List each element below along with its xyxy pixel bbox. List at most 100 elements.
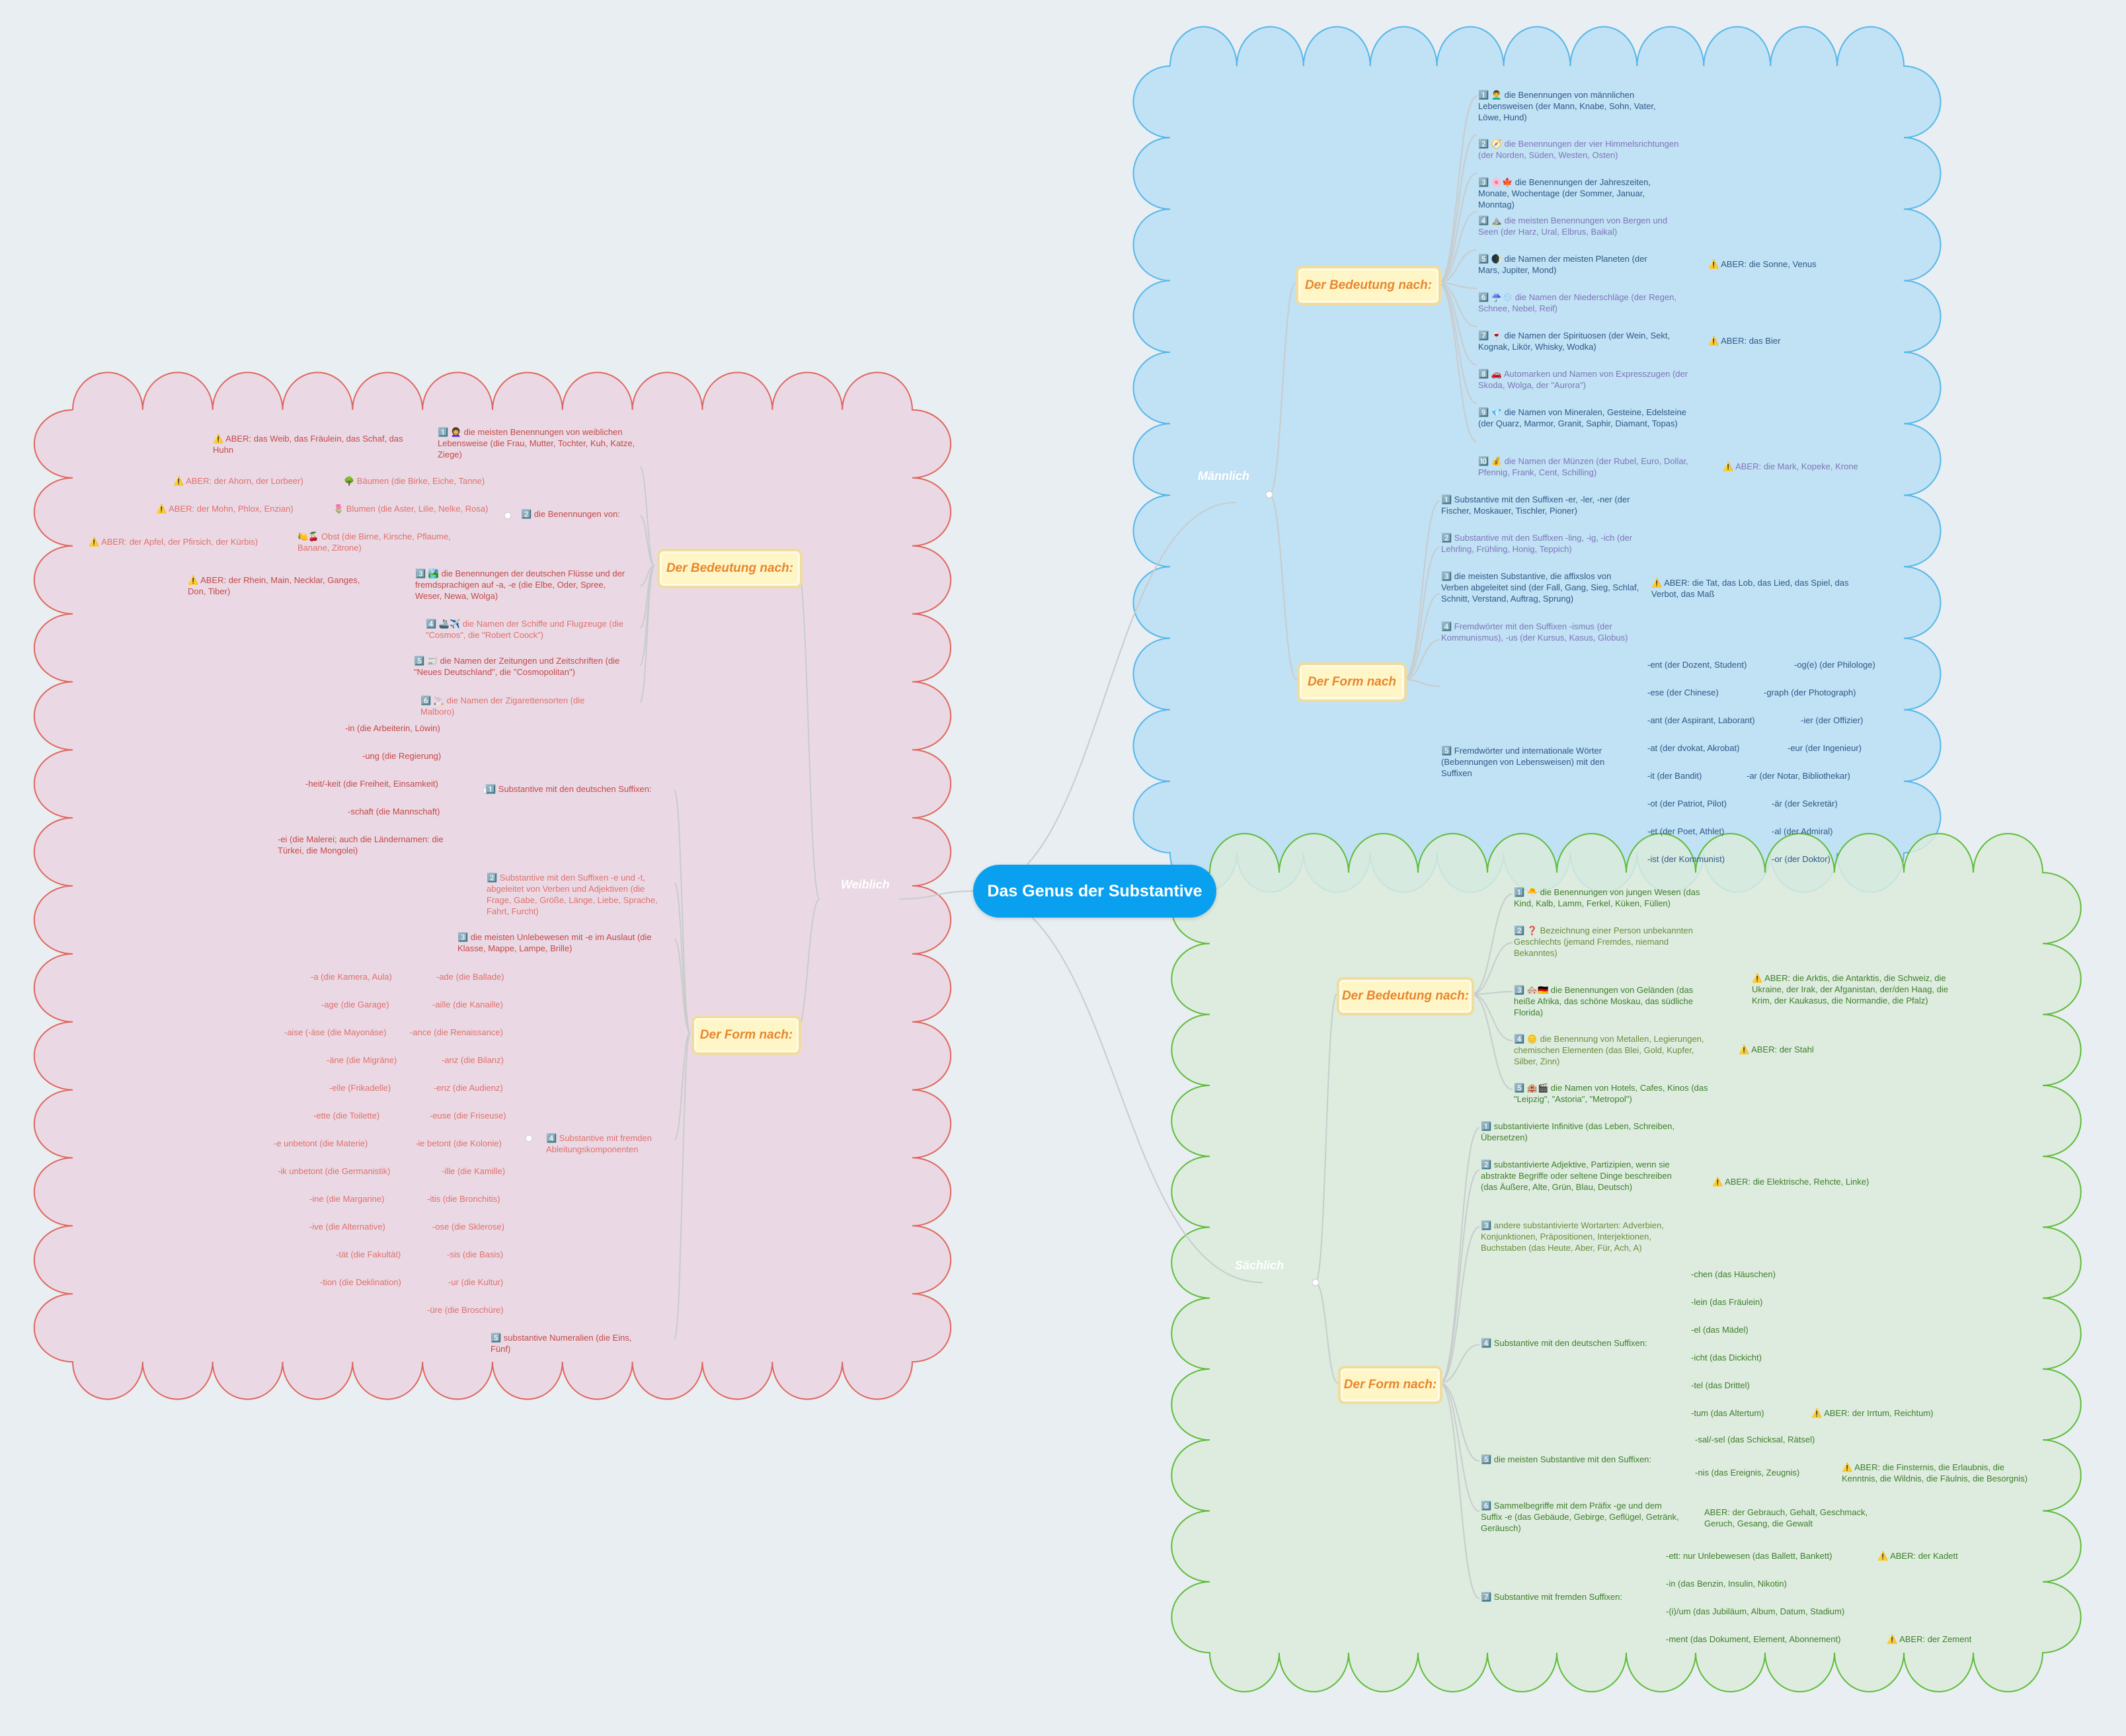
- maennlich-suffix-right[interactable]: -eur (der Ingenieur): [1788, 743, 1862, 753]
- weiblich-fremd-right[interactable]: -enz (die Audienz): [434, 1083, 503, 1093]
- weiblich-lebewesen[interactable]: 1️⃣ 👩‍🦱 die meisten Benennungen von weib…: [438, 427, 635, 459]
- weiblich-dt-suffix[interactable]: -in (die Arbeiterin, Löwin): [345, 723, 440, 733]
- maennlich-suffix-left[interactable]: -ist (der Kommunist): [1647, 854, 1725, 864]
- maennlich-suffix-left[interactable]: -et (der Poet, Athlet): [1647, 826, 1725, 836]
- weiblich-fremd-left[interactable]: -äne (die Migräne): [327, 1055, 397, 1065]
- maennlich-bedeutung-item[interactable]: 9️⃣ 💎 die Namen von Mineralen, Gesteine,…: [1478, 407, 1686, 428]
- saechlich-dt-suffix[interactable]: -chen (das Häuschen): [1691, 1269, 1776, 1279]
- saechlich-gelaende-aber[interactable]: ⚠️ ABER: die Arktis, die Antarktis, die …: [1752, 973, 1949, 1006]
- saechlich-tum-aber[interactable]: ⚠️ ABER: der Irrtum, Reichtum): [1811, 1408, 1934, 1418]
- weiblich-fremd-left[interactable]: -tion (die Deklination): [320, 1277, 401, 1287]
- saechlich-ge[interactable]: 6️⃣ Sammelbegriffe mit dem Präfix -ge un…: [1481, 1501, 1679, 1533]
- weiblich-fremd-left[interactable]: -age (die Garage): [321, 1000, 389, 1009]
- weiblich-fremd-left[interactable]: -a (die Kamera, Aula): [311, 972, 392, 982]
- weiblich-dt-suffix[interactable]: -heit/-keit (die Freiheit, Einsamkeit): [305, 779, 438, 789]
- maennlich-form-item[interactable]: 5️⃣ Fremdwörter und internationale Wörte…: [1441, 746, 1605, 778]
- maennlich-bier-aber[interactable]: ⚠️ ABER: das Bier: [1708, 336, 1781, 346]
- maennlich-suffix-left[interactable]: -ant (der Aspirant, Laborant): [1647, 715, 1755, 725]
- saechlich-fremd-suffix[interactable]: -in (das Benzin, Insulin, Nikotin): [1666, 1579, 1787, 1589]
- maennlich-suffix-right[interactable]: -or (der Doktor): [1772, 854, 1831, 864]
- saechlich-nis-label[interactable]: 5️⃣ die meisten Substantive mit den Suff…: [1481, 1454, 1652, 1464]
- saechlich-dt-suffix[interactable]: -lein (das Fräulein): [1691, 1297, 1763, 1307]
- maennlich-bedeutung-item[interactable]: 8️⃣ 🚗 Automarken und Namen von Expresszu…: [1478, 369, 1688, 390]
- maennlich-suffix-right[interactable]: -ier (der Offizier): [1801, 715, 1864, 725]
- weiblich-fremd-right[interactable]: -ose (die Sklerose): [432, 1222, 505, 1232]
- weiblich-unlebewesen[interactable]: 3️⃣ die meisten Unlebewesen mit -e im Au…: [457, 932, 652, 953]
- maennlich-suffix-left[interactable]: -ese (der Chinese): [1647, 688, 1719, 697]
- weiblich-fremd-right[interactable]: -sis (die Basis): [447, 1249, 504, 1259]
- weiblich-fremd-left[interactable]: -ik unbetont (die Germanistik): [278, 1166, 391, 1176]
- saechlich-fremd-suffix[interactable]: -ett: nur Unlebewesen (das Ballett, Bank…: [1666, 1551, 1832, 1561]
- maennlich-form-item[interactable]: 1️⃣ Substantive mit den Suffixen -er, -l…: [1441, 494, 1630, 516]
- maennlich-suffix-left[interactable]: -ot (der Patriot, Pilot): [1647, 799, 1727, 809]
- weiblich-fremd-left[interactable]: -tät (die Fakultät): [336, 1249, 401, 1259]
- saechlich-dt-suffix[interactable]: -icht (das Dickicht): [1691, 1353, 1762, 1362]
- weiblich-dt-suffix[interactable]: -ung (die Regierung): [362, 751, 442, 761]
- weiblich-blumen-aber[interactable]: ⚠️ ABER: der Mohn, Phlox, Enzian): [156, 504, 294, 514]
- saechlich-adjektive-aber[interactable]: ⚠️ ABER: die Elektrische, Rehcte, Linke): [1712, 1177, 1870, 1187]
- weiblich-fremd-right[interactable]: -ur (die Kultur): [448, 1277, 504, 1287]
- saechlich-dt-suffix[interactable]: -el (das Mädel): [1691, 1325, 1749, 1335]
- saechlich-infinitive[interactable]: 1️⃣ substantivierte Infinitive (das Lebe…: [1481, 1121, 1674, 1142]
- saechlich-adjektive[interactable]: 2️⃣ substantivierte Adjektive, Partizipi…: [1481, 1160, 1672, 1192]
- saechlich-nis-aber[interactable]: ⚠️ ABER: die Finsternis, die Erlaubnis, …: [1842, 1462, 2028, 1483]
- maennlich-form-item[interactable]: 4️⃣ Fremdwörter mit den Suffixen -ismus …: [1441, 621, 1628, 643]
- saechlich-label[interactable]: Sächlich: [1235, 1259, 1284, 1272]
- saechlich-metall-aber[interactable]: ⚠️ ABER: der Stahl: [1739, 1045, 1814, 1054]
- weiblich-dt-suffix[interactable]: -schaft (die Mannschaft): [348, 807, 440, 816]
- maennlich-suffix-right[interactable]: -og(e) (der Philologe): [1794, 660, 1875, 670]
- weiblich-schiffe[interactable]: 4️⃣ 🚢✈️ die Namen der Schiffe und Flugze…: [426, 619, 624, 640]
- weiblich-zigaretten[interactable]: 6️⃣ 🚬 die Namen der Zigarettensorten (di…: [420, 695, 585, 717]
- maennlich-bedeutung-item[interactable]: 4️⃣ ⛰️ die meisten Benennungen von Berge…: [1478, 216, 1668, 237]
- maennlich-bedeutung-item[interactable]: 3️⃣ 🌸🍁 die Benennungen der Jahreszeiten,…: [1478, 177, 1651, 210]
- maennlich-suffix-right[interactable]: -är (der Sekretär): [1772, 799, 1838, 809]
- maennlich-form-item[interactable]: 3️⃣ die meisten Substantive, die affixsl…: [1441, 571, 1639, 604]
- maennlich-muenzen-aber[interactable]: ⚠️ ABER: die Mark, Kopeke, Krone: [1723, 461, 1858, 471]
- saechlich-dt-suffix[interactable]: -tel (das Drittel): [1691, 1380, 1750, 1390]
- maennlich-planeten-aber[interactable]: ⚠️ ABER: die Sonne, Venus: [1708, 259, 1817, 269]
- weiblich-lebewesen-aber[interactable]: ⚠️ ABER: das Weib, das Fräulein, das Sch…: [213, 434, 403, 455]
- weiblich-fremd-right[interactable]: -anz (die Bilanz): [442, 1055, 504, 1065]
- weiblich-obst[interactable]: 🍋🍒 Obst (die Birne, Kirsche, Pflaume, Ba…: [297, 532, 451, 553]
- weiblich-bedeutung-topic[interactable]: Der Bedeutung nach:: [657, 549, 803, 588]
- weiblich-fremd-right[interactable]: -euse (die Friseuse): [430, 1111, 506, 1121]
- saechlich-bedeutung-item[interactable]: 2️⃣ ❓ Bezeichnung einer Person unbekannt…: [1514, 926, 1693, 958]
- maennlich-form-topic[interactable]: Der Form nach: [1297, 662, 1407, 702]
- weiblich-blumen[interactable]: 🌷 Blumen (die Aster, Lilie, Nelke, Rosa): [333, 504, 489, 514]
- weiblich-fremd-right[interactable]: -ade (die Ballade): [436, 972, 504, 982]
- weiblich-fremd-right[interactable]: -itis (die Bronchitis): [427, 1194, 500, 1204]
- weiblich-fremd-right[interactable]: -ille (die Kamille): [442, 1166, 506, 1176]
- maennlich-bedeutung-item[interactable]: 🔟 💰 die Namen der Münzen (der Rubel, Eur…: [1478, 456, 1688, 477]
- saechlich-dt-suffixe[interactable]: 4️⃣ Substantive mit den deutschen Suffix…: [1481, 1338, 1647, 1348]
- weiblich-fluesse[interactable]: 3️⃣ 🏞️ die Benennungen der deutschen Flü…: [415, 569, 625, 601]
- weiblich-fremd-right[interactable]: -ance (die Renaissance): [410, 1027, 503, 1037]
- weiblich-form-topic[interactable]: Der Form nach:: [691, 1015, 801, 1055]
- saechlich-bedeutung-item[interactable]: 5️⃣ 🏨🎬 die Namen von Hotels, Cafes, Kino…: [1514, 1083, 1708, 1104]
- maennlich-bedeutung-item[interactable]: 5️⃣ 🌒 die Namen der meisten Planeten (de…: [1478, 254, 1647, 275]
- saechlich-bedeutung-item[interactable]: 1️⃣ 🐣 die Benennungen von jungen Wesen (…: [1514, 887, 1700, 908]
- weiblich-fremd-left[interactable]: -elle (Frikadelle): [329, 1083, 391, 1093]
- weiblich-fremd-left[interactable]: -ette (die Toilette): [313, 1111, 380, 1121]
- saechlich-fremd[interactable]: 7️⃣ Substantive mit fremden Suffixen:: [1481, 1592, 1622, 1602]
- maennlich-bedeutung-item[interactable]: 6️⃣ ☔❄️ die Namen der Niederschläge (der…: [1478, 292, 1677, 313]
- saechlich-fremd-suffix[interactable]: -ment (das Dokument, Element, Abonnement…: [1666, 1634, 1841, 1644]
- saechlich-dt-suffix[interactable]: -tum (das Altertum): [1691, 1408, 1764, 1418]
- saechlich-fremd-suffix[interactable]: -(i)/um (das Jubiläum, Album, Datum, Sta…: [1666, 1606, 1845, 1616]
- weiblich-t-suffixe[interactable]: 2️⃣ Substantive mit den Suffixen -e und …: [487, 873, 658, 916]
- weiblich-fremd-left[interactable]: -e unbetont (die Materie): [274, 1138, 368, 1148]
- root-topic[interactable]: Das Genus der Substantive: [973, 865, 1216, 918]
- weiblich-dt-suffixe[interactable]: 1️⃣ Substantive mit den deutschen Suffix…: [485, 784, 652, 794]
- maennlich-bedeutung-item[interactable]: 1️⃣ 👨‍🦱 die Benennungen von männlichen L…: [1478, 90, 1656, 122]
- saechlich-wortarten[interactable]: 3️⃣ andere substantivierte Wortarten: Ad…: [1481, 1220, 1664, 1253]
- weiblich-zeitungen[interactable]: 5️⃣ 📰 die Namen der Zeitungen und Zeitsc…: [414, 656, 620, 677]
- maennlich-suffix-right[interactable]: -ar (der Notar, Bibliothekar): [1747, 771, 1850, 781]
- weiblich-obst-aber[interactable]: ⚠️ ABER: der Apfel, der Pfirsich, der Kü…: [89, 537, 258, 547]
- weiblich-fluesse-aber[interactable]: ⚠️ ABER: der Rhein, Main, Necklar, Gange…: [188, 575, 360, 596]
- weiblich-numeralien[interactable]: 5️⃣ substantive Numeralien (die Eins, Fü…: [491, 1333, 632, 1354]
- saechlich-bedeutung-item[interactable]: 4️⃣ 🪙 die Benennung von Metallen, Legier…: [1514, 1034, 1704, 1066]
- maennlich-bedeutung-item[interactable]: 2️⃣ 🧭 die Benennungen der vier Himmelsri…: [1478, 139, 1679, 160]
- maennlich-bedeutung-item[interactable]: 7️⃣ 🍷 die Namen der Spirituosen (der Wei…: [1478, 331, 1671, 352]
- maennlich-bedeutung-topic[interactable]: Der Bedeutung nach:: [1296, 266, 1441, 305]
- maennlich-suffix-right[interactable]: -graph (der Photograph): [1764, 688, 1856, 697]
- maennlich-verben-aber[interactable]: ⚠️ ABER: die Tat, das Lob, das Lied, das…: [1651, 578, 1849, 599]
